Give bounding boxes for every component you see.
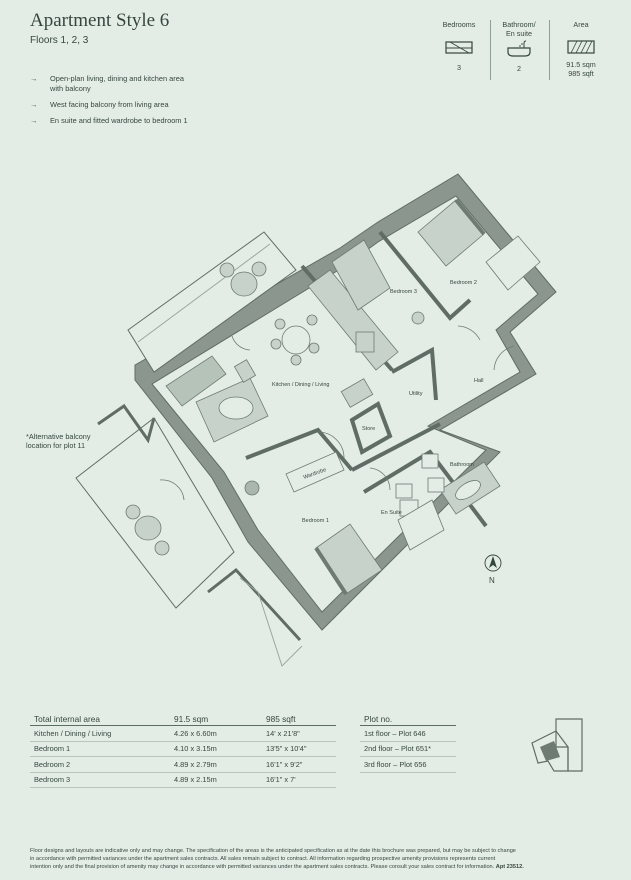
north-label: N [489,576,495,585]
table-header: Total internal area 91.5 sqm 985 sqft [30,712,336,726]
plot-row: 3rd floor – Plot 656 [360,757,456,773]
plot-table: Plot no. 1st floor – Plot 646 2nd floor … [360,712,456,773]
alternative-balcony-note: *Alternative balcony location for plot 1… [26,432,91,450]
bed-bedroom-3 [331,239,391,311]
plot-table-header: Plot no. [360,712,456,726]
key-plan-icon [531,718,583,772]
bathroom-summary: Bathroom/ En suite 2 [502,20,536,73]
bedrooms-summary: Bedrooms 3 [442,20,476,72]
kitchen-counter [307,269,399,371]
room-label-store: Store [362,426,375,432]
room-label-utility: Utility [409,391,423,397]
room-label-bedroom-2: Bedroom 2 [450,280,477,286]
divider [490,20,491,80]
room-label-bathroom: Bathroom [450,462,474,468]
bathtub-icon [507,40,531,57]
room-label-bedroom-1: Bedroom 1 [302,518,329,524]
floors-subtitle: Floors 1, 2, 3 [30,35,89,46]
feature-item: with balcony [50,84,91,93]
bed-icon [445,41,473,54]
feature-item: →Open-plan living, dining and kitchen ar… [30,74,184,83]
sofa [165,355,227,407]
wardrobe [285,451,345,493]
room-label-ensuite: En Suite [381,510,402,516]
area-summary: Area 91.5 sqm 985 sqft [566,20,596,78]
floor-plan: Kitchen / Dining / Living Bedroom 1 Bedr… [75,173,557,667]
room-label-bedroom-3: Bedroom 3 [390,289,417,295]
interior-floor [151,195,539,613]
area-table: Total internal area 91.5 sqm 985 sqft Ki… [30,712,336,788]
feature-item: →En suite and fitted wardrobe to bedroom… [30,116,188,125]
plot-row: 2nd floor – Plot 651* [360,742,456,757]
plot-row: 1st floor – Plot 646 [360,726,456,742]
alternative-balcony [75,417,235,609]
room-label-hall: Hall [474,378,483,384]
feature-item: →West facing balcony from living area [30,100,169,109]
disclaimer: Floor designs and layouts are indicative… [30,848,524,870]
room-label-kitchen: Kitchen / Dining / Living [272,382,329,388]
page-title: Apartment Style 6 [30,10,170,31]
north-arrow-icon [484,554,502,572]
area-hatch-icon [567,40,595,54]
divider [549,20,550,80]
